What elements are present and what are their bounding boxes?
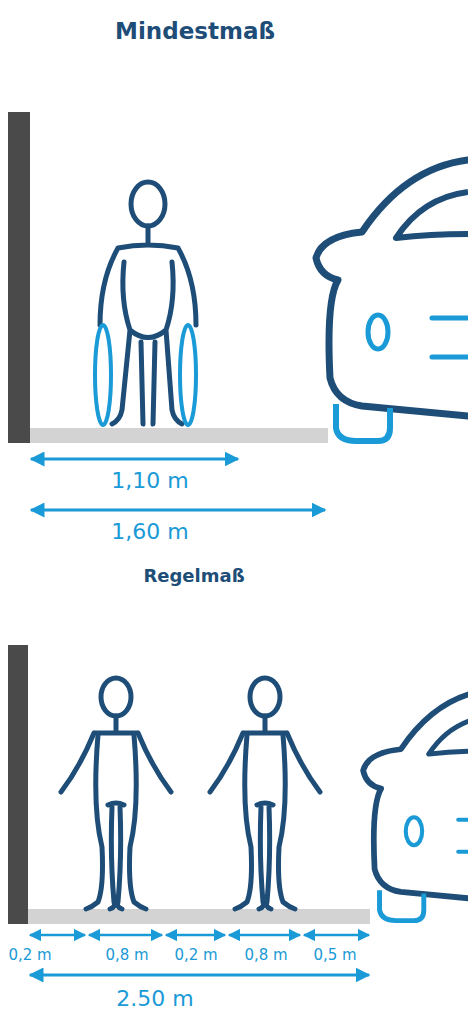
wheelchair-user bbox=[95, 182, 196, 425]
dimension-line bbox=[31, 458, 238, 461]
section-title: Mindestmaß bbox=[115, 20, 275, 43]
dimension-label: 0,8 m bbox=[244, 948, 287, 963]
dimension-chain bbox=[30, 934, 369, 937]
dimension-label: 0,2 m bbox=[174, 948, 217, 963]
section-title: Regelmaß bbox=[143, 567, 244, 585]
dimension-label: 0,8 m bbox=[105, 948, 148, 963]
dimension-label: 0,2 m bbox=[8, 948, 51, 963]
dimension-label: 2.50 m bbox=[116, 988, 193, 1010]
dimension-line bbox=[30, 974, 369, 977]
dimension-label: 1,60 m bbox=[111, 521, 188, 543]
wall bbox=[8, 112, 30, 443]
dimension-label: 1,10 m bbox=[111, 470, 188, 492]
car bbox=[363, 690, 468, 920]
dimension-label: 0,5 m bbox=[313, 948, 356, 963]
pedestrian bbox=[210, 678, 320, 909]
dimension-line bbox=[31, 509, 325, 512]
sidewalk bbox=[30, 428, 328, 443]
wall bbox=[8, 645, 28, 924]
sidewalk bbox=[28, 909, 370, 924]
pedestrian bbox=[61, 678, 171, 909]
car bbox=[316, 160, 468, 441]
